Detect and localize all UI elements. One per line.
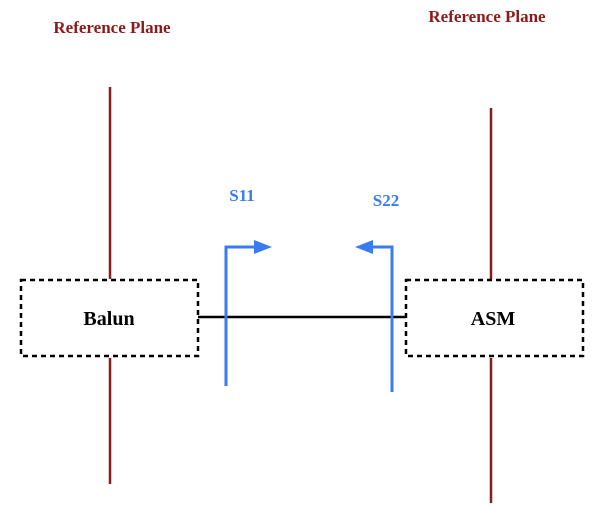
s22-arrow-icon xyxy=(355,240,373,254)
reference-plane-right-label: Reference Plane xyxy=(428,7,546,26)
balun-block xyxy=(19,278,200,358)
s11-arrow-icon xyxy=(254,240,272,254)
s22-label: S22 xyxy=(373,191,399,210)
s11-label: S11 xyxy=(229,186,255,205)
asm-block xyxy=(404,278,585,358)
s11-reference-line xyxy=(224,245,258,386)
reference-plane-left-label: Reference Plane xyxy=(53,18,171,37)
balun-label: Balun xyxy=(83,308,134,330)
asm-label: ASM xyxy=(471,308,516,330)
s22-reference-line xyxy=(369,245,394,392)
